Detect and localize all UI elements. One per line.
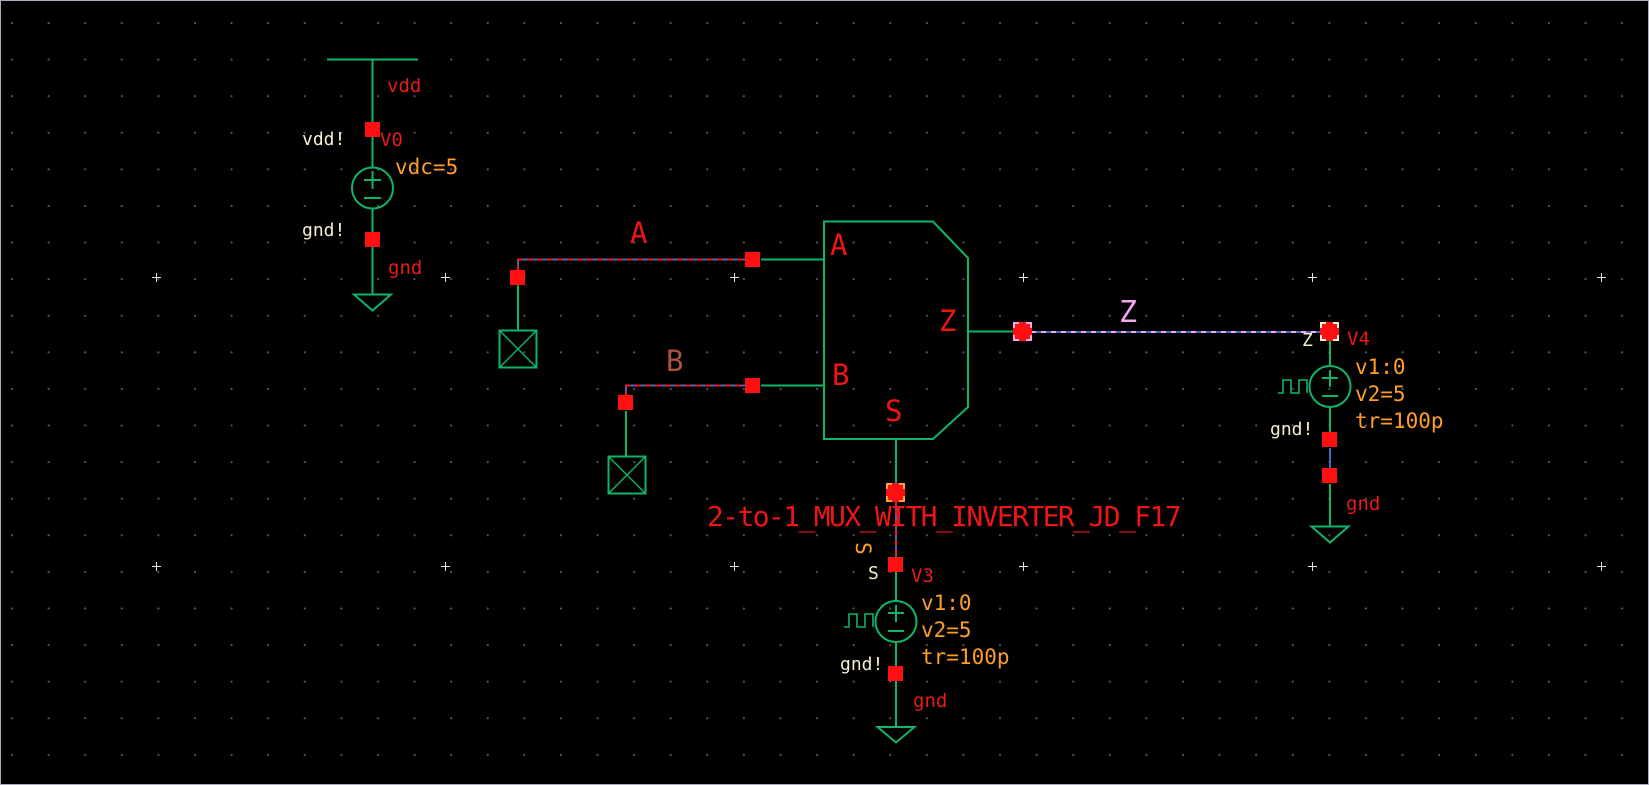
mux-pin-b-label[interactable]: B [832,358,850,392]
mux-symbol[interactable] [823,220,969,440]
wire-net-b-highlight [625,384,746,396]
v3-net-s-rotated-label[interactable]: S [850,542,875,555]
mux-pin-s-label[interactable]: S [885,394,903,428]
v4-param-v1[interactable]: v1:0 [1355,355,1406,379]
v4-param-v2[interactable]: v2=5 [1355,382,1406,406]
v3-ground-symbol[interactable] [874,726,918,744]
grid-cross-icon [730,562,739,571]
v3-instance-name[interactable]: V3 [911,565,934,587]
pin-s-v3[interactable] [888,557,903,572]
v4-squarewave-icon [1278,379,1308,394]
v3-net-gnd-label[interactable]: gnd [913,690,948,712]
pin-v3-gnd[interactable] [888,666,903,681]
pin-a-source[interactable] [510,270,525,285]
v4-instance-name[interactable]: V4 [1347,328,1370,350]
grid-cross-icon [441,273,450,282]
v4-global-gnd-label[interactable]: gnd! [1270,419,1314,440]
v0-param-vdc[interactable]: vdc=5 [395,155,459,179]
pin-b-mux[interactable] [745,378,760,393]
grid-cross-icon [1019,273,1028,282]
v3-squarewave-icon [844,613,874,628]
net-z-label[interactable]: Z [1119,295,1138,330]
mux-pin-z-label[interactable]: Z [939,304,957,338]
v3-pin-s-label[interactable]: S [868,563,879,584]
v3-global-gnd-label[interactable]: gnd! [840,654,884,675]
grid-cross-icon [1308,273,1317,282]
grid-cross-icon [1308,562,1317,571]
v0-ground-symbol[interactable] [351,293,394,312]
grid-cross-icon [1019,562,1028,571]
pin-symbol-b-x-icon [607,455,647,495]
v0-global-vdd-label[interactable]: vdd! [302,129,346,150]
grid-cross-icon [152,273,161,282]
pin-s-out[interactable] [886,483,905,502]
grid-cross-icon [441,562,450,571]
wire-net-a[interactable] [517,258,746,271]
v3-param-v1[interactable]: v1:0 [921,591,972,615]
v0-instance-name[interactable]: V0 [380,129,403,151]
net-b-label[interactable]: B [666,344,684,378]
v4-ground-symbol[interactable] [1308,525,1352,544]
v0-global-gnd-label[interactable]: gnd! [302,220,346,241]
grid-cross-icon [1597,562,1606,571]
pin-a-mux[interactable] [745,252,760,267]
pin-z-v4[interactable] [1320,322,1339,341]
pin-v0-gnd[interactable] [365,232,380,247]
mux-pin-a-label[interactable]: A [830,228,848,262]
grid-cross-icon [1597,273,1606,282]
v4-param-tr[interactable]: tr=100p [1355,409,1444,433]
pin-vdd[interactable] [365,122,380,137]
wire-net-a-highlight [517,258,746,270]
v3-param-tr[interactable]: tr=100p [921,645,1010,669]
v4-pin-z-label[interactable]: Z [1302,330,1313,351]
v3-param-v2[interactable]: v2=5 [921,618,972,642]
grid-cross-icon [152,562,161,571]
schematic-title-label[interactable]: 2-to-1_MUX_WITH_INVERTER_JD_F17 [707,500,1182,533]
net-a-label[interactable]: A [630,216,648,250]
v0-net-bot-label[interactable]: gnd [388,257,423,279]
pin-v4-gnd-bot[interactable] [1322,468,1337,483]
pin-v4-gnd-top[interactable] [1322,432,1337,447]
pin-symbol-a-x-icon [498,329,538,369]
pin-z-out[interactable] [1013,322,1032,341]
v4-net-gnd-label[interactable]: gnd [1346,493,1381,515]
grid-cross-icon [730,273,739,282]
v0-net-top-label[interactable]: vdd [387,75,422,97]
pin-b-source[interactable] [618,395,633,410]
wire-net-b[interactable] [625,384,746,397]
